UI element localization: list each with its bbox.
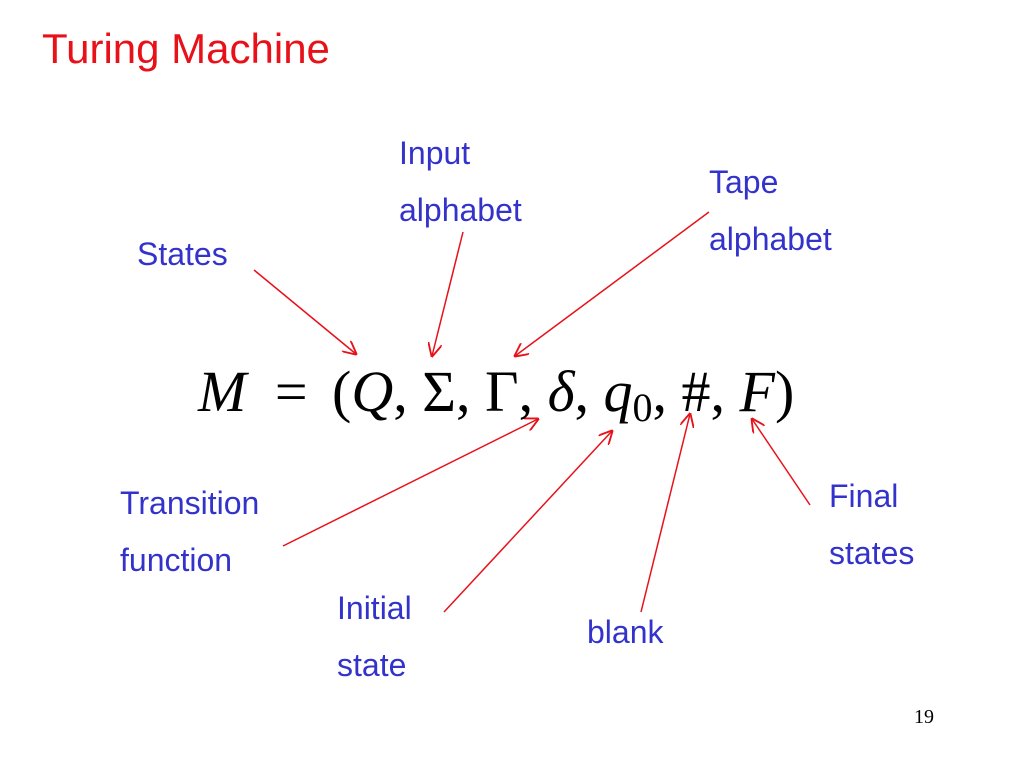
formula-close-paren: ) [774, 359, 795, 424]
label-blank: blank [587, 604, 664, 661]
formula-Q: Q [351, 359, 394, 424]
formula-comma-2: , [456, 359, 471, 424]
formula-comma-1: , [393, 359, 408, 424]
label-blank-line-1: blank [587, 614, 664, 650]
formula-comma-3: , [518, 359, 534, 424]
label-tape-alphabet: Tape alphabet [709, 154, 832, 268]
label-initial-state-line-2: state [337, 647, 407, 683]
formula-F: F [739, 359, 775, 424]
slide-title: Turing Machine [42, 25, 330, 72]
formula-M: M [198, 359, 247, 424]
arrow-states [253, 269, 356, 354]
formula-equals: = [274, 359, 308, 424]
label-input-alphabet: Input alphabet [399, 125, 522, 239]
formula-open-paren: ( [332, 359, 352, 424]
label-final-states-line-2: states [829, 535, 915, 571]
arrow-input-alphabet [432, 231, 464, 356]
label-transition-function-line-2: function [120, 542, 233, 578]
label-states-line-1: States [137, 236, 228, 272]
label-initial-state-line-1: Initial [337, 590, 412, 626]
formula-gamma: Γ [485, 359, 519, 424]
formula-comma-6: , [710, 359, 726, 424]
formula-q-subscript: 0 [632, 385, 653, 430]
label-tape-alphabet-line-2: alphabet [709, 221, 832, 257]
formula-q: q [603, 359, 633, 424]
label-tape-alphabet-line-1: Tape [709, 164, 779, 200]
label-input-alphabet-line-2: alphabet [399, 192, 522, 228]
formula-delta: δ [547, 359, 575, 424]
label-states: States [137, 226, 228, 283]
arrow-transition-function [282, 419, 538, 547]
formula-sigma: Σ [422, 359, 457, 424]
page-number: 19 [914, 706, 934, 728]
arrow-blank [640, 414, 690, 613]
label-initial-state: Initial state [337, 580, 412, 694]
formula-comma-4: , [574, 359, 590, 424]
label-transition-function: Transition function [120, 475, 259, 589]
arrow-initial-state [443, 431, 612, 613]
arrow-final-states [752, 419, 811, 506]
label-transition-function-line-1: Transition [120, 485, 260, 521]
formula-hash: # [681, 359, 711, 424]
arrow-tape-alphabet [515, 211, 710, 356]
label-input-alphabet-line-1: Input [399, 135, 471, 171]
formula-comma-5: , [652, 359, 668, 424]
label-final-states: Final states [829, 468, 914, 582]
turing-machine-formula: M = (Q, Σ, Γ, δ, q0, #, F) [198, 357, 795, 430]
label-final-states-line-1: Final [829, 478, 899, 514]
